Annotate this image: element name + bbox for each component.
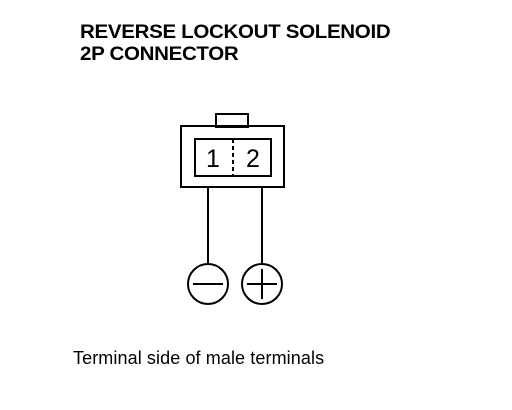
- title-line-1: REVERSE LOCKOUT SOLENOID: [80, 22, 391, 43]
- plus-icon: [241, 263, 283, 305]
- terminal-2-label: 2: [246, 145, 260, 173]
- title-line-2: 2P CONNECTOR: [80, 44, 239, 65]
- minus-icon: [187, 263, 229, 305]
- connector-title: REVERSE LOCKOUT SOLENOID 2P CONNECTOR: [80, 22, 391, 66]
- view-caption: Terminal side of male terminals: [73, 348, 325, 368]
- connector-housing: [180, 125, 285, 188]
- terminal-1-label: 1: [206, 145, 220, 173]
